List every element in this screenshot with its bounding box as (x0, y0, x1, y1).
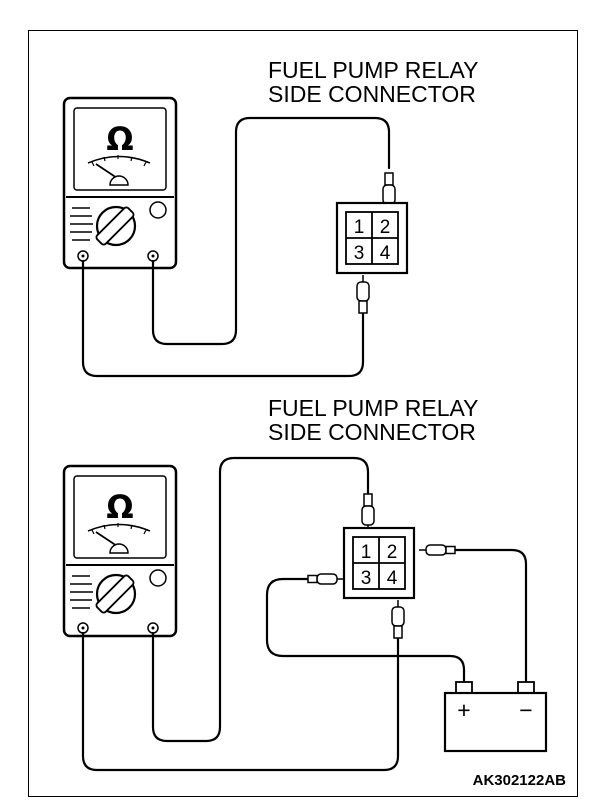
top-label-line1: FUEL PUMP RELAY (268, 57, 478, 83)
wire-meter-left-to-pin4 (81, 631, 400, 772)
bottom-label-line2: SIDE CONNECTOR (268, 419, 476, 445)
pin-label-2: 2 (387, 542, 398, 563)
diagram-bottom: FUEL PUMP RELAY SIDE CONNECTOR Ω (62, 395, 548, 772)
ohm-symbol: Ω (106, 120, 133, 158)
figure-frame (28, 30, 578, 797)
meter-display (73, 107, 167, 191)
probe-pin2 (418, 544, 456, 556)
ohm-symbol: Ω (106, 488, 133, 526)
range-scale-lines (70, 207, 93, 241)
relay-connector-top: 1 2 3 4 (335, 201, 409, 275)
top-label-line2: SIDE CONNECTOR (268, 81, 476, 107)
dial-knob (95, 206, 135, 246)
pin-label-1: 1 (354, 217, 365, 238)
zero-adjust-knob (149, 569, 167, 587)
diagram-top: FUEL PUMP RELAY SIDE CONNECTOR Ω (62, 57, 478, 378)
pin-label-3: 3 (361, 568, 372, 589)
wire-meter-right-to-pin1 (151, 456, 370, 743)
battery-positive-sign: + (457, 697, 470, 723)
battery: + − (443, 681, 548, 753)
ohmmeter-top: Ω (62, 96, 178, 270)
battery-negative-sign: − (519, 697, 532, 723)
wire-pin3-to-battery-positive (265, 577, 466, 684)
wire-meter-left-to-pin3 (81, 259, 365, 378)
meter-display (73, 475, 167, 559)
pin-label-3: 3 (354, 243, 365, 264)
relay-connector-bottom: 1 2 3 4 (342, 526, 416, 600)
ohmmeter-bottom: Ω (62, 464, 178, 638)
probe-pin3 (307, 573, 345, 585)
meter-scale-arc (87, 523, 151, 532)
meter-scale-arc (87, 155, 151, 164)
wire-meter-right-to-pin2 (151, 116, 391, 346)
needle-pivot (109, 543, 129, 554)
pin-label-1: 1 (361, 542, 372, 563)
range-scale-lines (70, 575, 93, 609)
dial-knob (95, 574, 135, 614)
needle-pivot (109, 175, 129, 186)
battery-body (443, 691, 548, 753)
pin-label-2: 2 (380, 217, 391, 238)
pin-label-4: 4 (387, 568, 398, 589)
wire-pin2-to-battery-negative (453, 548, 528, 684)
zero-adjust-knob (149, 201, 167, 219)
probe-pin4 (391, 599, 405, 639)
figure-code: AK302122AB (473, 772, 567, 789)
probe-pin1 (361, 493, 375, 533)
pin-label-4: 4 (380, 243, 391, 264)
probe-pin3 (356, 274, 370, 314)
bottom-label-line1: FUEL PUMP RELAY (268, 395, 478, 421)
